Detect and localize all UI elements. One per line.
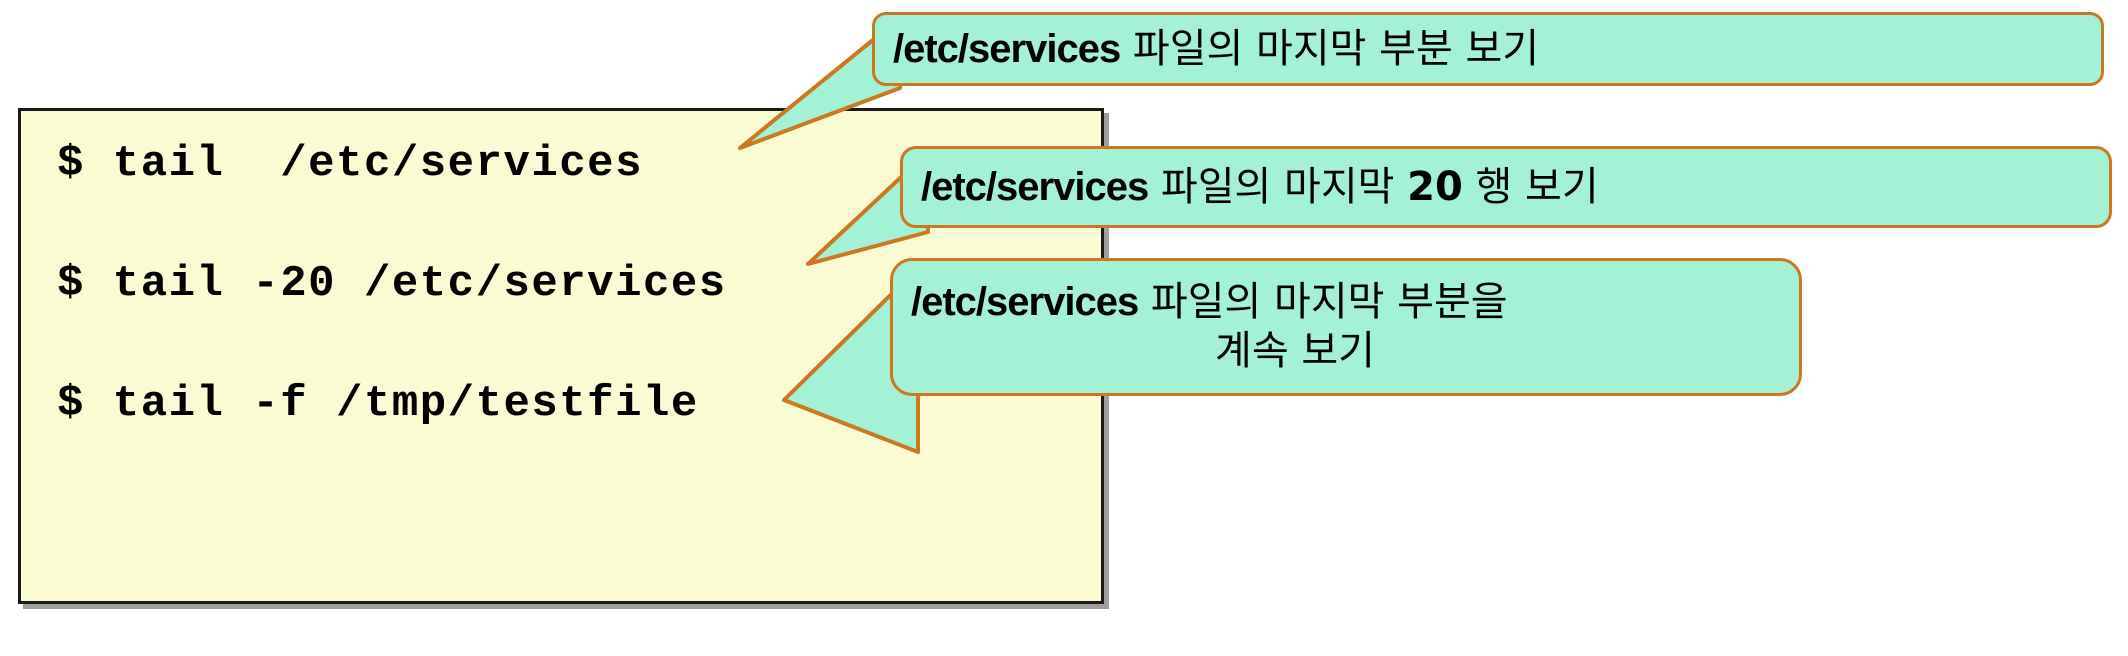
callout-2-text: /etc/services 파일의 마지막 20 행 보기 xyxy=(921,163,2109,212)
callout-2-segment-2: 행 보기 xyxy=(1462,163,1599,210)
callout-1-text: /etc/services 파일의 마지막 부분 보기 xyxy=(893,25,2101,74)
command-line-2: $ tail -20 /etc/services xyxy=(57,259,727,309)
callout-2-path: /etc/services xyxy=(921,164,1149,209)
callout-2-segment-1: 파일의 마지막 xyxy=(1148,163,1408,210)
callout-3-text-line-1: /etc/services 파일의 마지막 부분을 xyxy=(911,278,1799,327)
callout-1-suffix: 파일의 마지막 부분 보기 xyxy=(1120,25,1540,72)
callout-3-segment-1: 파일의 마지막 부분을 xyxy=(1138,279,1508,326)
command-line-1: $ tail /etc/services xyxy=(57,139,643,189)
command-line-3: $ tail -f /tmp/testfile xyxy=(57,379,699,429)
callout-3-path: /etc/services xyxy=(911,280,1139,325)
callout-bubble-1: /etc/services 파일의 마지막 부분 보기 xyxy=(872,12,2104,86)
callout-3-text-line-2: 계속 보기 xyxy=(1215,328,1375,374)
callout-bubble-3: /etc/services 파일의 마지막 부분을 계속 보기 xyxy=(890,258,1802,396)
callout-2-number: 20 xyxy=(1407,163,1463,210)
callout-bubble-2: /etc/services 파일의 마지막 20 행 보기 xyxy=(900,146,2112,228)
callout-1-path: /etc/services xyxy=(893,26,1121,71)
